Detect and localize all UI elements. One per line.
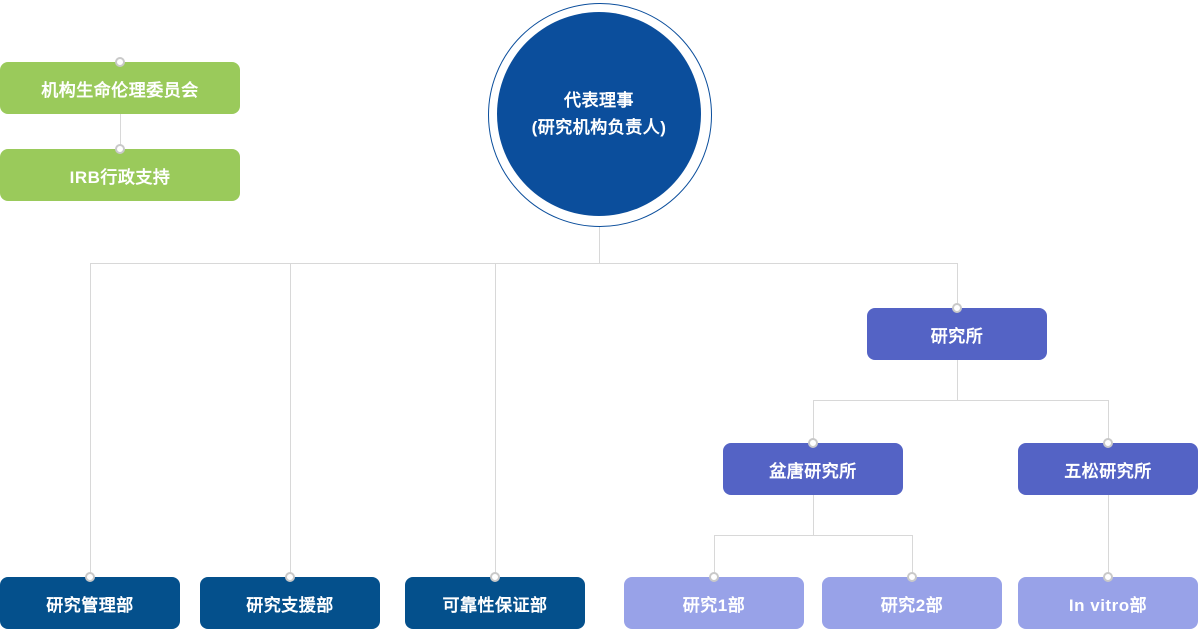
node-irb-committee-label: 机构生命伦理委员会 [41,80,199,100]
connector-line [120,114,121,149]
connector-dot [115,57,125,67]
node-reliability-assurance-label: 可靠性保证部 [442,595,548,615]
connector-line [599,227,600,263]
node-osong-institute-label: 五松研究所 [1064,461,1152,481]
connector-line [1108,495,1109,577]
connector-dot [1103,438,1113,448]
connector-dot [285,572,295,582]
connector-dot [115,144,125,154]
connector-dot [85,572,95,582]
connector-line [290,263,291,577]
node-research-unit-2: 研究2部 [822,577,1002,629]
root-node: 代表理事 (研究机构负责人) [497,12,701,216]
connector-dot [490,572,500,582]
connector-line [1108,400,1109,443]
connector-dot [907,572,917,582]
root-node-label: 代表理事 [564,90,634,110]
node-in-vitro-unit: In vitro部 [1018,577,1198,629]
connector-line [813,400,814,443]
node-research-institute: 研究所 [867,308,1047,360]
root-node-sublabel: (研究机构负责人) [531,118,667,137]
node-irb-support: IRB行政支持 [0,149,240,201]
node-research-institute-label: 研究所 [930,326,984,346]
node-research-support-label: 研究支援部 [246,595,334,615]
connector-dot [952,303,962,313]
connector-dot [709,572,719,582]
node-research-management-label: 研究管理部 [46,595,134,615]
connector-line [957,360,958,400]
node-in-vitro-unit-label: In vitro部 [1068,595,1148,615]
connector-line [495,263,496,577]
node-bundang-institute-label: 盆唐研究所 [769,461,857,481]
connector-line [912,535,913,577]
connector-line [90,263,91,577]
node-osong-institute: 五松研究所 [1018,443,1198,495]
node-irb-committee: 机构生命伦理委员会 [0,62,240,114]
node-irb-support-label: IRB行政支持 [69,167,171,187]
node-bundang-institute: 盆唐研究所 [723,443,903,495]
node-research-unit-2-label: 研究2部 [880,595,944,615]
connector-line [813,400,1108,401]
node-research-unit-1: 研究1部 [624,577,804,629]
connector-line [90,263,957,264]
node-research-unit-1-label: 研究1部 [682,595,746,615]
connector-line [714,535,912,536]
node-research-support: 研究支援部 [200,577,380,629]
connector-line [714,535,715,577]
connector-line [957,263,958,308]
connector-line [813,495,814,535]
node-research-management: 研究管理部 [0,577,180,629]
connector-dot [1103,572,1113,582]
connector-dot [808,438,818,448]
node-reliability-assurance: 可靠性保证部 [405,577,585,629]
